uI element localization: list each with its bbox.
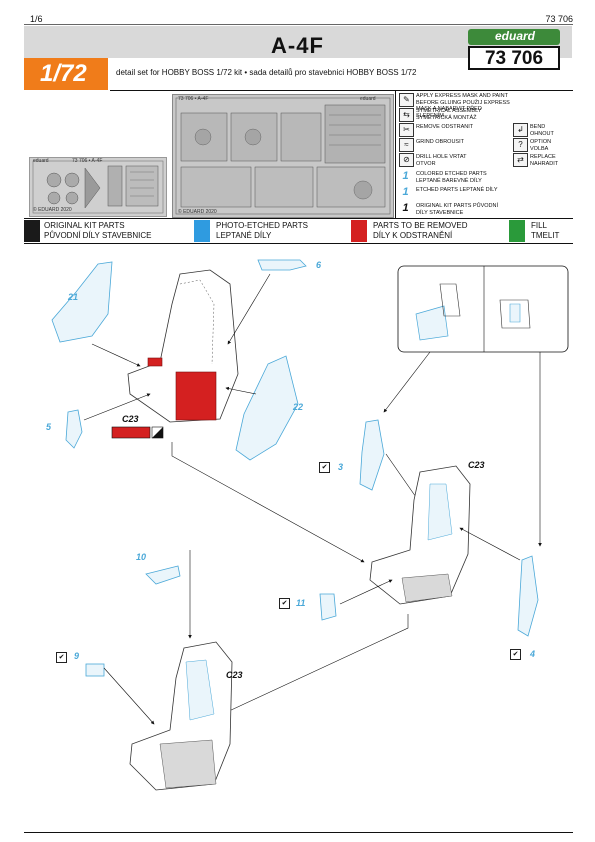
fret-large-caption: 73 706 • A-4F xyxy=(178,96,209,102)
legend-grind: GRIND OBROUSIT xyxy=(416,139,464,145)
num-etched: 1 xyxy=(402,186,409,198)
legend-option: OPTION VOLBA xyxy=(530,139,552,152)
bend-check-11: ✔ xyxy=(279,598,290,609)
set-code-top: 73 706 xyxy=(545,14,573,24)
c23-remove-swatch xyxy=(111,426,151,439)
part-label-21: 21 xyxy=(68,292,79,302)
category-kit-line2: PŮVODNÍ DÍLY STAVEBNICE xyxy=(44,231,152,240)
num-kit: 1 xyxy=(402,202,409,214)
bend-icon: ↲ xyxy=(513,123,528,137)
page-number: 1/6 xyxy=(30,14,43,24)
arrow-22 xyxy=(225,386,257,395)
option-icon: ? xyxy=(513,138,528,152)
remove-icon: ✂ xyxy=(399,123,414,137)
mask-icon: ✎ xyxy=(399,93,414,107)
part-5-shape xyxy=(65,409,83,449)
part-label-5: 5 xyxy=(46,422,52,432)
category-rule-bottom xyxy=(24,243,573,244)
fret-large-drawing xyxy=(175,97,391,215)
category-swatch-etched xyxy=(194,220,210,242)
fret-small-logo: eduard xyxy=(33,158,49,164)
page-title: A-4F xyxy=(271,33,324,58)
kit-part-c23-c: C23 xyxy=(226,670,243,680)
set-code: 73 706 xyxy=(468,46,560,70)
part-21-shape xyxy=(51,261,113,343)
fret-small-footer: © EDUARD 2020 xyxy=(33,207,72,213)
arrow-5 xyxy=(83,393,151,421)
arrow-6 xyxy=(227,273,271,345)
symmetric-icon: ⇆ xyxy=(399,108,414,122)
eduard-logo xyxy=(468,29,560,45)
part-label-22: 22 xyxy=(293,402,304,412)
replace-icon: ⇄ xyxy=(513,153,528,167)
legend-mask: APPLY EXPRESS MASK AND PAINT BEFORE GLUI… xyxy=(416,93,510,119)
legend-bend: BEND OHNOUT xyxy=(530,124,554,137)
subtitle: detail set for HOBBY BOSS 1/72 kit • sad… xyxy=(116,68,417,77)
legend-kit-parts: ORIGINAL KIT PARTS PŮVODNÍ DÍLY STAVEBNI… xyxy=(416,203,499,216)
legend-etched: ETCHED PARTS LEPTANÉ DÍLY xyxy=(416,187,498,193)
legend-divider xyxy=(395,91,396,219)
legend-replace: REPLACE NAHRADIT xyxy=(530,154,559,167)
fret-large-footer: © EDUARD 2020 xyxy=(178,209,217,215)
part-6-shape xyxy=(257,259,307,271)
part-label-10: 10 xyxy=(136,552,147,562)
bend-check-3: ✔ xyxy=(319,462,330,473)
category-kit-line1: ORIGINAL KIT PARTS xyxy=(44,221,125,230)
bottom-rule xyxy=(24,832,573,833)
category-swatch-fill xyxy=(509,220,525,242)
bend-check-9: ✔ xyxy=(56,652,67,663)
part-label-9: 9 xyxy=(74,651,80,661)
eduard-logo-text: eduard xyxy=(494,29,535,43)
category-swatch-remove xyxy=(351,220,367,242)
drill-icon: ⊘ xyxy=(399,153,414,167)
part-9-shape xyxy=(85,663,105,677)
category-remove-line1: PARTS TO BE REMOVED xyxy=(373,221,468,230)
part-label-3: 3 xyxy=(338,462,344,472)
part-22-shape xyxy=(235,355,299,461)
category-fill-line1: FILL xyxy=(531,221,548,230)
category-etched-line1: PHOTO-ETCHED PARTS xyxy=(216,221,309,230)
legend-symmetric: SYMETRICAL ASSEMBLY SYMETRICKÁ MONTÁŽ xyxy=(416,108,482,121)
kit-part-c23-b: C23 xyxy=(468,460,485,470)
arrow-21 xyxy=(91,343,141,367)
legend-num-etched: 1 xyxy=(399,186,412,198)
bend-check-4: ✔ xyxy=(510,649,521,660)
grind-icon: ≈ xyxy=(399,138,414,152)
legend-remove: REMOVE ODSTRANIT xyxy=(416,124,474,130)
top-rule xyxy=(24,24,573,25)
num-colored: 1 xyxy=(402,170,409,182)
fret-thumbnail-small xyxy=(29,157,167,217)
category-remove-line2: DÍLY K ODSTRANĚNÍ xyxy=(373,231,453,240)
fret-thumbnail-large xyxy=(172,94,394,218)
legend-colored-etched: COLORED ETCHED PARTS LEPTANÉ BAREVNÉ DÍL… xyxy=(416,171,487,184)
fret-small-drawing xyxy=(32,160,164,214)
seat-1-removed-area xyxy=(175,371,217,421)
fret-large-logo: eduard xyxy=(360,96,376,102)
scale-badge xyxy=(24,58,108,90)
category-rule-top xyxy=(24,218,573,219)
category-swatch-kit xyxy=(24,220,40,242)
part-label-11: 11 xyxy=(296,598,306,608)
part-label-6: 6 xyxy=(316,260,322,270)
part-3-shape xyxy=(359,419,385,491)
part-4-shape xyxy=(517,555,539,637)
category-fill-line2: TMELIT xyxy=(531,231,560,240)
scale-label: 1/72 xyxy=(40,60,87,87)
part-10-shape xyxy=(145,565,181,585)
part-11-shape xyxy=(319,593,337,621)
legend-num-colored: 1 xyxy=(399,170,412,182)
subtitle-rule xyxy=(110,90,573,91)
assembly-diagram xyxy=(51,259,569,791)
part-label-4: 4 xyxy=(530,649,536,659)
legend-drill: DRILL HOLE VRTAT OTVOR xyxy=(416,154,467,167)
fret-small-caption: 73 706 • A-4F xyxy=(72,158,103,164)
kit-part-c23-a: C23 xyxy=(122,414,139,424)
category-etched-line2: LEPTANÉ DÍLY xyxy=(216,231,272,240)
legend-num-kit: 1 xyxy=(399,202,412,214)
